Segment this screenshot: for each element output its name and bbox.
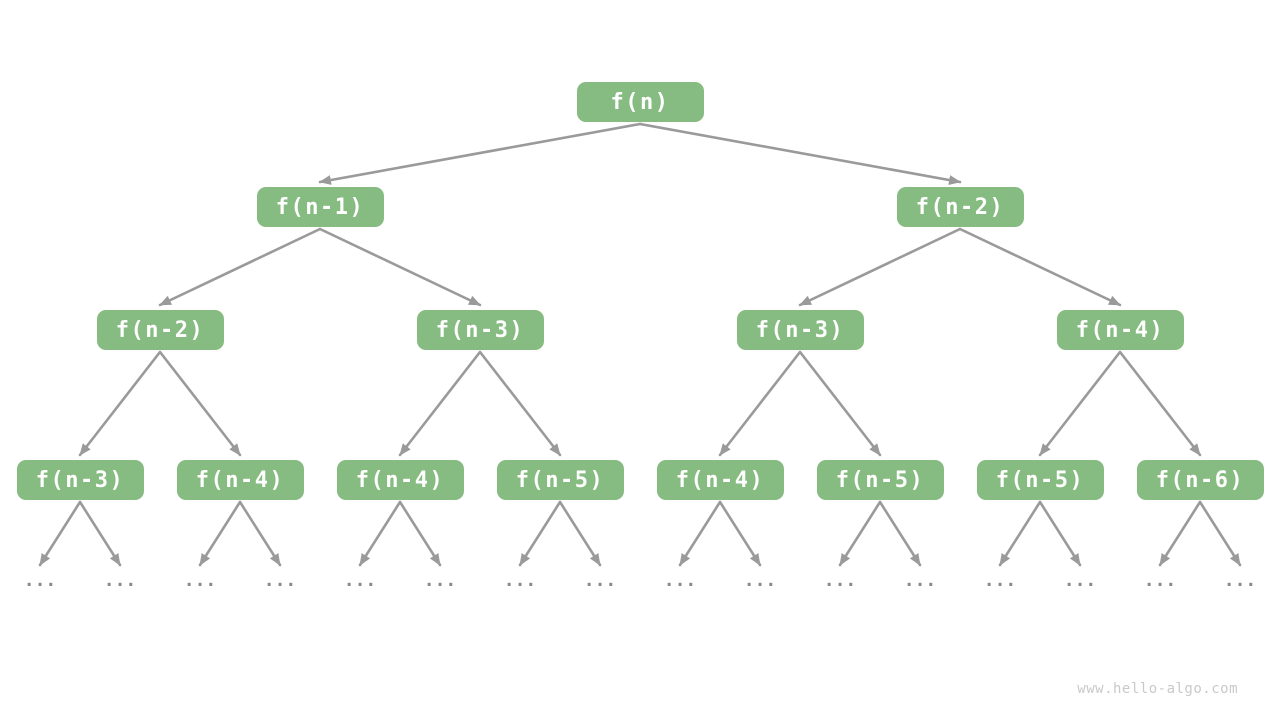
ellipsis-leaf-12: ... xyxy=(983,570,1017,591)
ellipsis-leaf-3: ... xyxy=(263,570,297,591)
edge-arrow xyxy=(718,500,762,567)
edge-arrow xyxy=(798,227,962,307)
ellipsis-leaf-14: ... xyxy=(1143,570,1177,591)
edge-arrow xyxy=(878,500,922,567)
ellipsis-leaf-8: ... xyxy=(663,570,697,591)
edge-arrow xyxy=(318,227,482,307)
edge-arrow xyxy=(318,122,642,185)
edge-arrow xyxy=(798,350,882,457)
edge-arrow xyxy=(478,350,562,457)
edge-arrow xyxy=(1198,500,1242,567)
tree-node-l3-1: f(n-4) xyxy=(176,460,304,500)
tree-node-l1-0: f(n-1) xyxy=(256,187,384,227)
tree-node-l3-0: f(n-3) xyxy=(16,460,144,500)
edge-arrow xyxy=(838,500,882,567)
ellipsis-leaf-2: ... xyxy=(183,570,217,591)
ellipsis-leaf-13: ... xyxy=(1063,570,1097,591)
edge-arrow xyxy=(518,500,562,567)
tree-node-l0-0: f(n) xyxy=(576,82,704,122)
edge-arrow xyxy=(1118,350,1202,457)
ellipsis-leaf-4: ... xyxy=(343,570,377,591)
edge-arrow xyxy=(638,122,962,185)
edge-arrow xyxy=(718,350,802,457)
edge-arrow xyxy=(198,500,242,567)
ellipsis-leaf-7: ... xyxy=(583,570,617,591)
ellipsis-leaf-10: ... xyxy=(823,570,857,591)
edge-arrow xyxy=(1038,500,1082,567)
ellipsis-leaf-11: ... xyxy=(903,570,937,591)
ellipsis-leaf-1: ... xyxy=(103,570,137,591)
ellipsis-leaf-5: ... xyxy=(423,570,457,591)
tree-node-l3-7: f(n-6) xyxy=(1136,460,1264,500)
edge-arrow xyxy=(558,500,602,567)
edge-arrow xyxy=(78,500,122,567)
edge-arrow xyxy=(958,227,1122,307)
edge-arrow xyxy=(998,500,1042,567)
tree-node-l2-2: f(n-3) xyxy=(736,310,864,350)
tree-node-l1-1: f(n-2) xyxy=(896,187,1024,227)
watermark: www.hello-algo.com xyxy=(1077,681,1238,697)
edge-arrow xyxy=(1038,350,1122,457)
edge-arrow xyxy=(158,350,242,457)
tree-node-l3-5: f(n-5) xyxy=(816,460,944,500)
edge-arrow xyxy=(38,500,82,567)
edge-arrow xyxy=(678,500,722,567)
ellipsis-leaf-0: ... xyxy=(23,570,57,591)
tree-node-l2-1: f(n-3) xyxy=(416,310,544,350)
edge-arrow xyxy=(398,500,442,567)
edge-arrow xyxy=(238,500,282,567)
ellipsis-leaf-15: ... xyxy=(1223,570,1257,591)
edge-arrow xyxy=(358,500,402,567)
ellipsis-leaf-9: ... xyxy=(743,570,777,591)
tree-node-l3-6: f(n-5) xyxy=(976,460,1104,500)
tree-node-l2-3: f(n-4) xyxy=(1056,310,1184,350)
edge-arrow xyxy=(1158,500,1202,567)
tree-node-l3-4: f(n-4) xyxy=(656,460,784,500)
tree-node-l3-2: f(n-4) xyxy=(336,460,464,500)
tree-node-l3-3: f(n-5) xyxy=(496,460,624,500)
ellipsis-leaf-6: ... xyxy=(503,570,537,591)
edge-arrow xyxy=(158,227,322,307)
tree-node-l2-0: f(n-2) xyxy=(96,310,224,350)
edge-arrow xyxy=(398,350,482,457)
edge-arrow xyxy=(78,350,162,457)
